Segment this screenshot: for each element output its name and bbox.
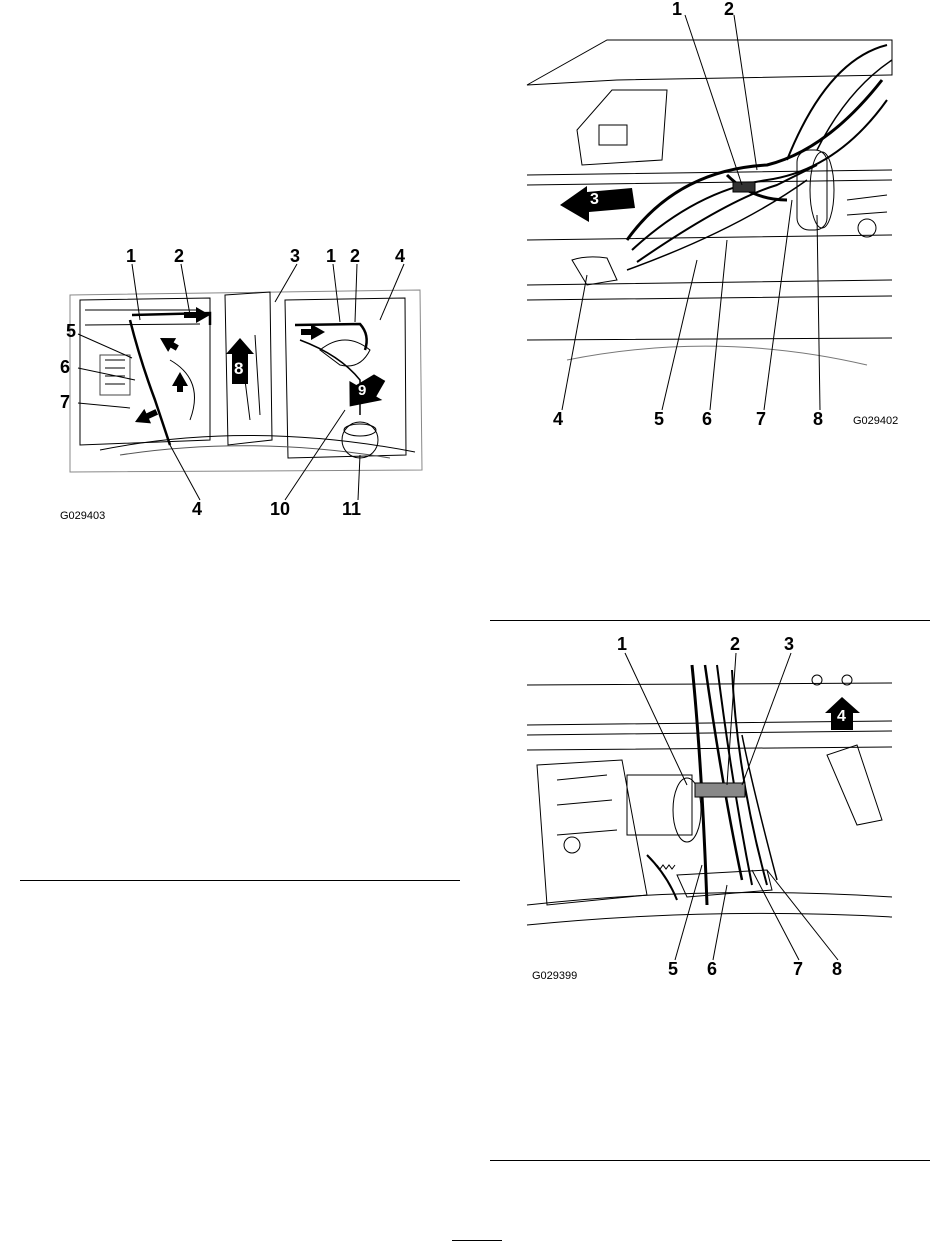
callout-6: 6: [702, 410, 712, 428]
divider-left: [20, 880, 460, 881]
divider-right-top: [490, 620, 930, 621]
figure-code: G029399: [532, 970, 577, 982]
figure-code: G029403: [60, 510, 105, 522]
callout-6: 6: [60, 358, 70, 376]
figure-left-drawing: [60, 240, 440, 530]
arrow-label-9: 9: [358, 382, 366, 400]
callout-5: 5: [66, 322, 76, 340]
callout-2: 2: [730, 635, 740, 653]
divider-right-bottom: [490, 1160, 930, 1161]
callout-5: 5: [654, 410, 664, 428]
figure-code: G029402: [853, 415, 898, 427]
callout-7: 7: [756, 410, 766, 428]
figure-bottom-right-drawing: [527, 635, 897, 985]
callout-10: 10: [270, 500, 290, 518]
callout-2b: 2: [350, 247, 360, 265]
callout-6: 6: [707, 960, 717, 978]
callout-2: 2: [724, 0, 734, 18]
page-number-rule: [452, 1240, 502, 1241]
callout-1: 1: [617, 635, 627, 653]
figure-top-right: 1 2 3 4 5 6 7 8 G029402: [527, 0, 897, 430]
callout-4-bottom: 4: [192, 500, 202, 518]
callout-3: 3: [784, 635, 794, 653]
figure-left: 1 2 3 1 2 4 5 6 7 4 10 11 8 9 G029403: [60, 240, 440, 530]
callout-8: 8: [813, 410, 823, 428]
arrow-label-8: 8: [234, 360, 243, 378]
callout-11: 11: [342, 500, 361, 518]
callout-8: 8: [832, 960, 842, 978]
callout-4: 4: [553, 410, 563, 428]
callout-2: 2: [174, 247, 184, 265]
callout-1: 1: [126, 247, 136, 265]
arrow-label-4: 4: [837, 708, 846, 726]
callout-1: 1: [672, 0, 682, 18]
callout-7: 7: [60, 393, 70, 411]
arrow-label-3: 3: [590, 191, 599, 209]
callout-3: 3: [290, 247, 300, 265]
callout-4: 4: [395, 247, 405, 265]
figure-bottom-right: 1 2 3 4 5 6 7 8 G029399: [527, 635, 897, 985]
callout-5: 5: [668, 960, 678, 978]
callout-7: 7: [793, 960, 803, 978]
figure-top-right-drawing: [527, 0, 897, 430]
callout-1b: 1: [326, 247, 336, 265]
